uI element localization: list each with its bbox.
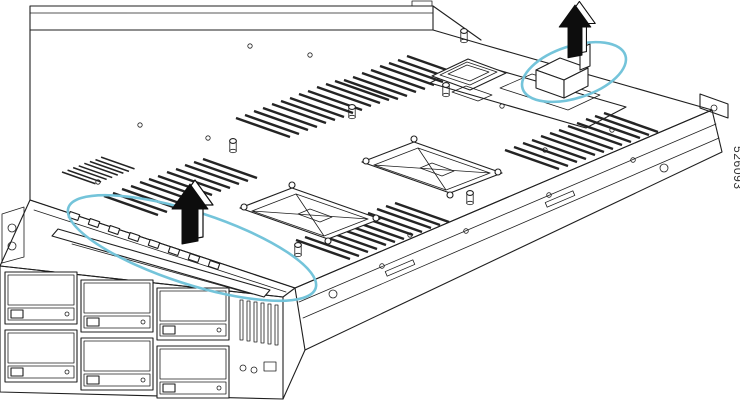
- connector-block: [87, 217, 101, 229]
- removable-module: [499, 43, 601, 111]
- drive-tray: [4, 271, 78, 325]
- front-panel-bar: [51, 228, 271, 298]
- left-ear-bracket: [1, 206, 25, 264]
- connector-block: [147, 238, 161, 250]
- drive-tray: [80, 279, 154, 333]
- drive-bay-grid: [4, 271, 230, 399]
- drive-tray: [156, 345, 230, 399]
- cpu-socket-right: [361, 135, 503, 199]
- highlight-ellipse-right: [520, 40, 628, 104]
- rear-panel: [29, 5, 434, 31]
- chipset-component: [431, 58, 507, 102]
- drive-tray: [80, 337, 154, 391]
- standoff-post: [294, 242, 302, 258]
- connector-block: [127, 231, 141, 243]
- board-screws: [95, 43, 615, 238]
- drive-tray: [156, 287, 230, 341]
- connector-block: [107, 224, 121, 236]
- drive-tray: [4, 329, 78, 383]
- standoff-post: [460, 28, 468, 44]
- standoff-post: [229, 138, 237, 154]
- standoff-post: [466, 190, 474, 206]
- rail-rivets: [328, 157, 669, 299]
- figure-number-label: 526093: [731, 146, 740, 190]
- standoff-post: [442, 82, 450, 98]
- front-io-panel: [239, 299, 279, 374]
- slide-rail-tab: [699, 93, 729, 119]
- right-side-panel: [294, 109, 723, 351]
- dimm-bank-rear-left: [234, 79, 391, 139]
